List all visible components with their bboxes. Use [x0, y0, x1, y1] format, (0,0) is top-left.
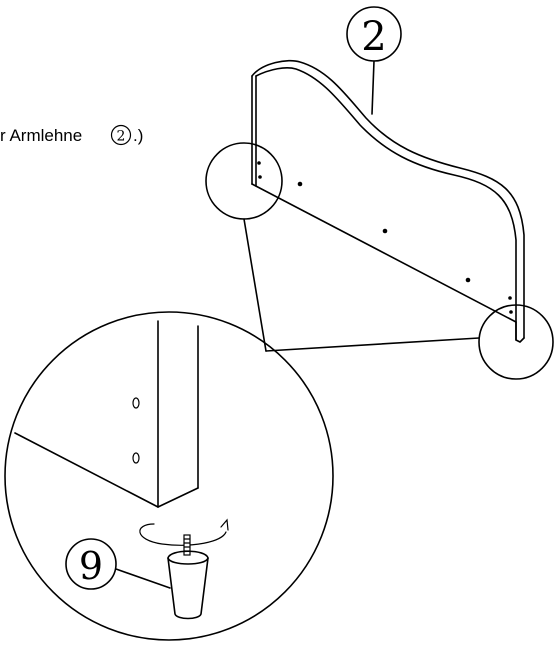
screw-hole [382, 228, 388, 234]
magnified-circle [4, 311, 334, 641]
instruction-close: .) [133, 126, 143, 145]
leg-hole [258, 175, 262, 179]
leg-callout-circle [65, 538, 117, 590]
armrest-panel [251, 59, 525, 343]
detail-hole [132, 452, 140, 464]
instruction-ref-circle [110, 124, 132, 146]
armrest-callout: 2 [346, 6, 402, 115]
detail-circle-left [205, 142, 283, 220]
leg-hole [508, 296, 512, 300]
armrest-callout-number: 2 [361, 14, 386, 60]
connector-line [265, 337, 480, 352]
leg-hole [509, 310, 513, 314]
leg-hole [257, 161, 261, 165]
furniture-leg [167, 534, 209, 620]
rotation-arrow [139, 523, 227, 546]
leg-top-front [167, 557, 209, 565]
rotation-arrow-head [220, 518, 229, 531]
instruction-caption: r Armlehne 2 .) [0, 124, 143, 146]
screw-hole [465, 277, 471, 283]
armrest-top-edge-inner [255, 67, 517, 341]
instruction-ref-number: 2 [117, 129, 126, 145]
armrest-bottom-edge [251, 183, 517, 323]
detail-circle-right [478, 304, 554, 380]
magnified-detail: 9 [4, 311, 334, 641]
instruction-text: r Armlehne [0, 126, 82, 145]
leg-leader-line [115, 568, 171, 589]
detail-bottom-edge [157, 487, 199, 508]
armrest-top-edge-outer [251, 59, 525, 339]
leg-callout-number: 9 [79, 544, 103, 588]
detail-hole [132, 397, 140, 409]
leg-top [167, 550, 209, 559]
leg-threaded-bolt [183, 534, 191, 556]
detail-callouts [205, 142, 554, 380]
armrest-bottom-corner [515, 321, 525, 343]
detail-panel-edge [14, 432, 159, 508]
screw-hole [297, 181, 303, 187]
leg-body [167, 557, 209, 620]
armrest-leader-line [371, 60, 375, 115]
connector-line [243, 218, 267, 352]
